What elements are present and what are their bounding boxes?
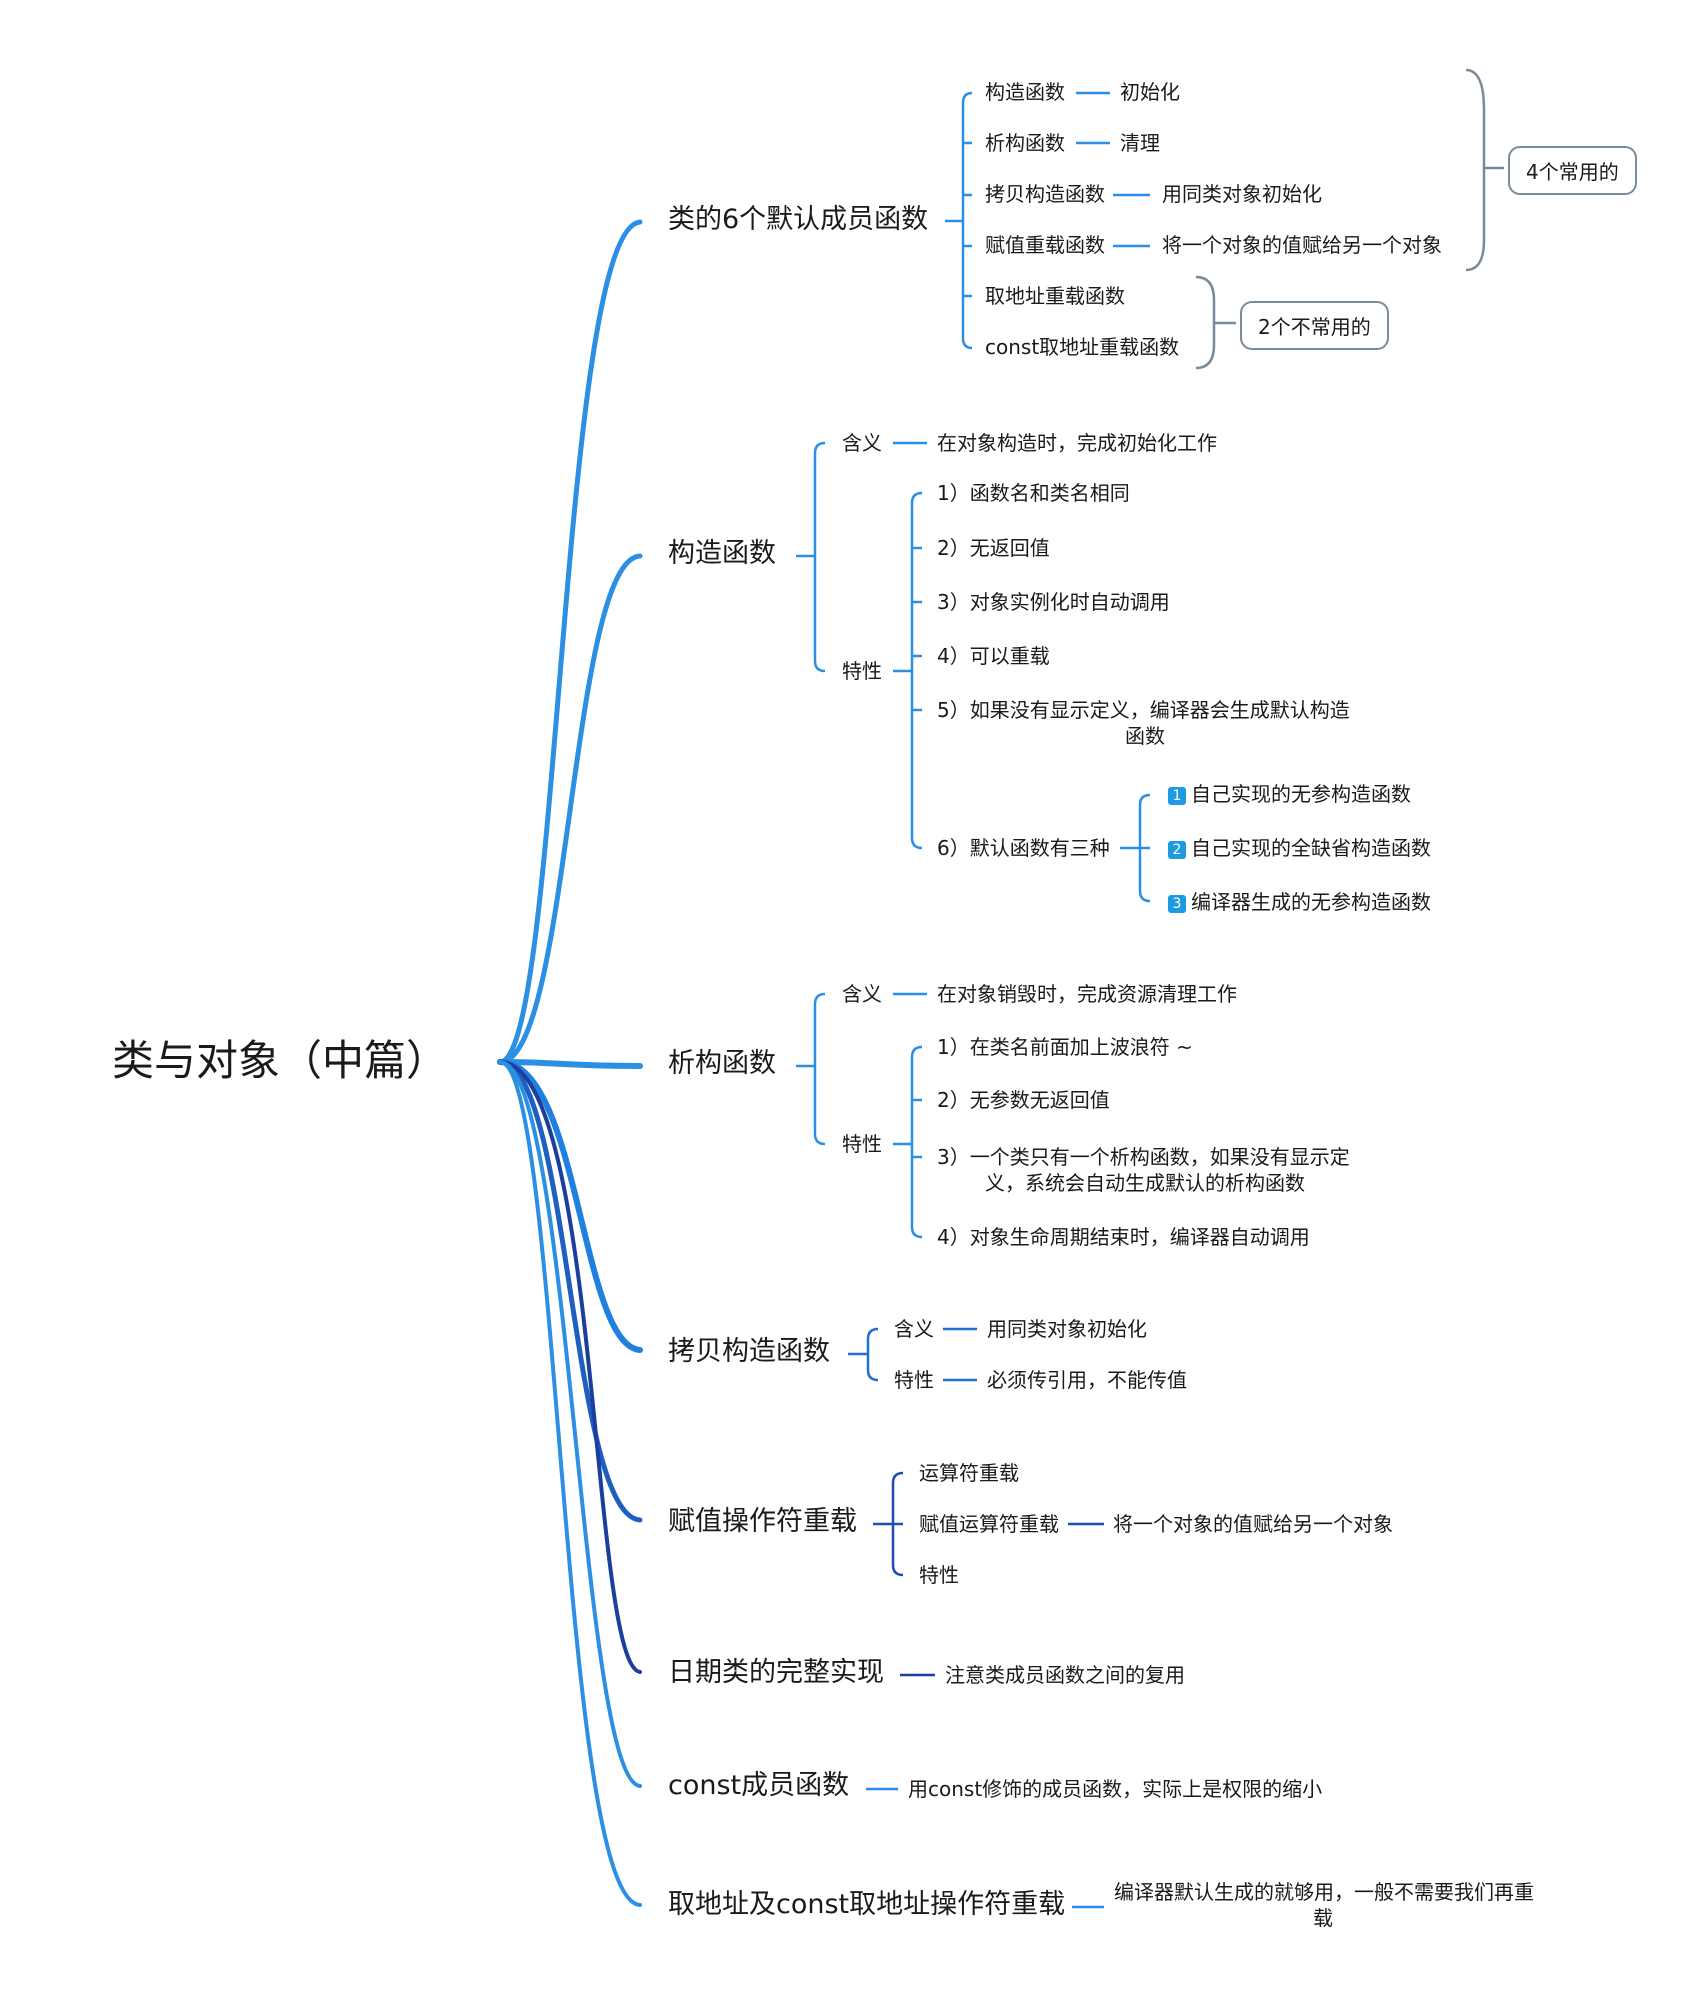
destructor-prop-3[interactable]: 3）一个类只有一个析构函数，如果没有显示定 xyxy=(937,1145,1350,1169)
constructor-meaning[interactable]: 在对象构造时，完成初始化工作 xyxy=(937,431,1217,455)
topic-copy-constructor[interactable]: 拷贝构造函数 xyxy=(668,1336,830,1367)
item-assign-overload[interactable]: 赋值重载函数 xyxy=(985,233,1105,257)
topic-destructor[interactable]: 析构函数 xyxy=(668,1048,776,1079)
topic-const-member[interactable]: const成员函数 xyxy=(668,1770,850,1801)
destructor-prop-2[interactable]: 2）无参数无返回值 xyxy=(937,1088,1110,1112)
default-ctor-1[interactable]: 1 自己实现的无参构造函数 xyxy=(1168,782,1411,806)
address-overload-detail[interactable]: 编译器默认生成的就够用，一般不需要我们再重 xyxy=(1114,1880,1534,1904)
item-destructor[interactable]: 析构函数 xyxy=(985,131,1065,155)
topic-date-class[interactable]: 日期类的完整实现 xyxy=(668,1657,884,1688)
branch-line-4 xyxy=(497,1059,643,1353)
default-ctor-1-text: 自己实现的无参构造函数 xyxy=(1191,782,1411,806)
assign-item-props[interactable]: 特性 xyxy=(919,1563,959,1587)
item-const-address-overload[interactable]: const取地址重载函数 xyxy=(985,335,1180,359)
constructor-prop-1[interactable]: 1）函数名和类名相同 xyxy=(937,481,1130,505)
item-copy-constructor[interactable]: 拷贝构造函数 xyxy=(985,182,1105,206)
assign-item-operator-overload[interactable]: 运算符重载 xyxy=(919,1461,1019,1485)
topic-address-overload[interactable]: 取地址及const取地址操作符重载 xyxy=(668,1889,1066,1920)
assign-item-assign-operator[interactable]: 赋值运算符重载 xyxy=(919,1512,1059,1536)
constructor-prop-5-cont: 函数 xyxy=(1125,724,1165,748)
constructor-meaning-label[interactable]: 含义 xyxy=(842,431,882,455)
constructor-prop-3[interactable]: 3）对象实例化时自动调用 xyxy=(937,590,1170,614)
summary-uncommon[interactable]: 2个不常用的 xyxy=(1240,301,1389,350)
destructor-meaning[interactable]: 在对象销毁时，完成资源清理工作 xyxy=(937,982,1237,1006)
copy-props-label[interactable]: 特性 xyxy=(894,1368,934,1392)
branch-line-2 xyxy=(497,553,643,1065)
number-badge-1: 1 xyxy=(1168,787,1186,805)
destructor-prop-3-cont: 义，系统会自动生成默认的析构函数 xyxy=(985,1171,1305,1195)
destructor-prop-1[interactable]: 1）在类名前面加上波浪符 ~ xyxy=(937,1035,1193,1059)
constructor-prop-5[interactable]: 5）如果没有显示定义，编译器会生成默认构造 xyxy=(937,698,1350,722)
branch-line-3 xyxy=(497,1059,643,1069)
branch-line-5 xyxy=(497,1059,643,1523)
item-address-overload[interactable]: 取地址重载函数 xyxy=(985,284,1125,308)
constructor-props-label[interactable]: 特性 xyxy=(842,659,882,683)
item-constructor-detail[interactable]: 初始化 xyxy=(1120,80,1180,104)
address-overload-detail-cont: 载 xyxy=(1313,1906,1333,1930)
branch-line-1 xyxy=(497,219,643,1065)
constructor-prop-2[interactable]: 2）无返回值 xyxy=(937,536,1050,560)
branch-line-6 xyxy=(498,1060,642,1674)
branch-line-8 xyxy=(498,1060,642,1907)
default-ctor-3[interactable]: 3 编译器生成的无参构造函数 xyxy=(1168,890,1431,914)
branch-line-7 xyxy=(498,1060,642,1788)
number-badge-2: 2 xyxy=(1168,841,1186,859)
default-ctor-2-text: 自己实现的全缺省构造函数 xyxy=(1191,836,1431,860)
destructor-prop-4[interactable]: 4）对象生命周期结束时，编译器自动调用 xyxy=(937,1225,1310,1249)
number-badge-3: 3 xyxy=(1168,895,1186,913)
constructor-prop-6[interactable]: 6）默认函数有三种 xyxy=(937,836,1110,860)
copy-meaning[interactable]: 用同类对象初始化 xyxy=(987,1317,1147,1341)
date-class-detail[interactable]: 注意类成员函数之间的复用 xyxy=(945,1663,1185,1687)
root-topic[interactable]: 类与对象（中篇） xyxy=(112,1036,449,1085)
default-ctor-3-text: 编译器生成的无参构造函数 xyxy=(1191,890,1431,914)
copy-meaning-label[interactable]: 含义 xyxy=(894,1317,934,1341)
topic-assignment-overload[interactable]: 赋值操作符重载 xyxy=(668,1506,857,1537)
default-ctor-2[interactable]: 2 自己实现的全缺省构造函数 xyxy=(1168,836,1431,860)
item-constructor[interactable]: 构造函数 xyxy=(985,80,1065,104)
destructor-meaning-label[interactable]: 含义 xyxy=(842,982,882,1006)
assign-detail[interactable]: 将一个对象的值赋给另一个对象 xyxy=(1113,1512,1393,1536)
constructor-prop-4[interactable]: 4）可以重载 xyxy=(937,644,1050,668)
const-member-detail[interactable]: 用const修饰的成员函数，实际上是权限的缩小 xyxy=(908,1777,1323,1801)
item-assign-overload-detail[interactable]: 将一个对象的值赋给另一个对象 xyxy=(1162,233,1442,257)
summary-common[interactable]: 4个常用的 xyxy=(1508,146,1637,195)
topic-constructor[interactable]: 构造函数 xyxy=(668,538,776,569)
destructor-props-label[interactable]: 特性 xyxy=(842,1132,882,1156)
item-copy-constructor-detail[interactable]: 用同类对象初始化 xyxy=(1162,182,1322,206)
item-destructor-detail[interactable]: 清理 xyxy=(1120,131,1160,155)
topic-default-members[interactable]: 类的6个默认成员函数 xyxy=(668,204,929,235)
copy-props[interactable]: 必须传引用，不能传值 xyxy=(987,1368,1187,1392)
